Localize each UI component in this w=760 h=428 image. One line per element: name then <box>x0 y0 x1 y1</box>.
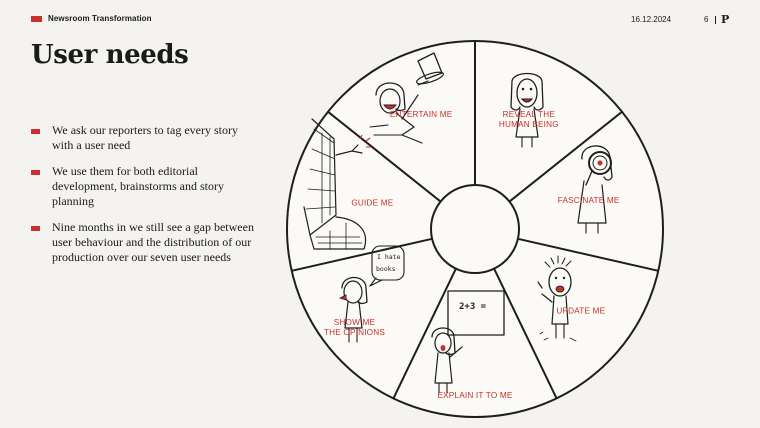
bullet-marker-icon <box>31 129 40 134</box>
slide-date: 16.12.2024 <box>631 15 672 24</box>
wheel-divider <box>392 268 457 399</box>
blackboard-text: 2+3 = <box>459 302 487 312</box>
section-title: Newsroom Transformation <box>48 14 152 23</box>
page-title: User needs <box>31 40 189 70</box>
brick-wall-icon <box>303 118 371 250</box>
wheel-outline <box>286 40 664 418</box>
header-divider <box>715 16 716 24</box>
segment-label: ENTERTAIN ME <box>390 110 453 119</box>
segment-label: EXPLAIN IT TO ME <box>437 391 512 400</box>
slide-header: Newsroom Transformation 16.12.2024 6 P <box>31 13 731 30</box>
woman-portrait-icon <box>510 72 544 148</box>
bullet-item: We use them for both editorial developme… <box>31 164 261 209</box>
blackboard-icon: 2+3 = <box>431 290 505 394</box>
speech-line-1: I hate <box>377 253 401 261</box>
speech-line-2: books <box>376 265 396 273</box>
wheel-divider <box>508 111 623 203</box>
bullet-text: We ask our reporters to tag every story … <box>52 123 238 152</box>
surprised-man-icon <box>537 255 577 342</box>
bullet-list: We ask our reporters to tag every story … <box>31 123 261 276</box>
segment-label: UPDATE ME <box>556 306 605 315</box>
segment-label: FASCINATE ME <box>558 196 620 205</box>
wheel-divider <box>327 111 442 203</box>
top-hat-dancer-icon <box>369 52 444 144</box>
section-marker-icon <box>31 15 42 22</box>
bullet-item: We ask our reporters to tag every story … <box>31 123 261 153</box>
speech-bubble-icon: I hate books <box>338 245 405 343</box>
wheel-inner-ring <box>430 184 520 274</box>
bullet-text: Nine months in we still see a gap betwee… <box>52 220 254 264</box>
wheel-divider <box>517 237 659 272</box>
brand-logo: P <box>721 13 730 26</box>
page-number: 6 <box>704 15 709 24</box>
magnifying-glass-icon <box>577 145 613 234</box>
bullet-marker-icon <box>31 226 40 231</box>
section-tag: Newsroom Transformation <box>31 14 152 23</box>
bullet-marker-icon <box>31 170 40 175</box>
user-needs-wheel: 2+3 = I hate books REVEAL <box>286 40 664 418</box>
bullet-item: Nine months in we still see a gap betwee… <box>31 220 261 265</box>
wheel-divider <box>291 237 433 272</box>
wheel-divider <box>493 268 558 399</box>
bullet-text: We use them for both editorial developme… <box>52 164 224 208</box>
segment-label: GUIDE ME <box>351 199 393 208</box>
